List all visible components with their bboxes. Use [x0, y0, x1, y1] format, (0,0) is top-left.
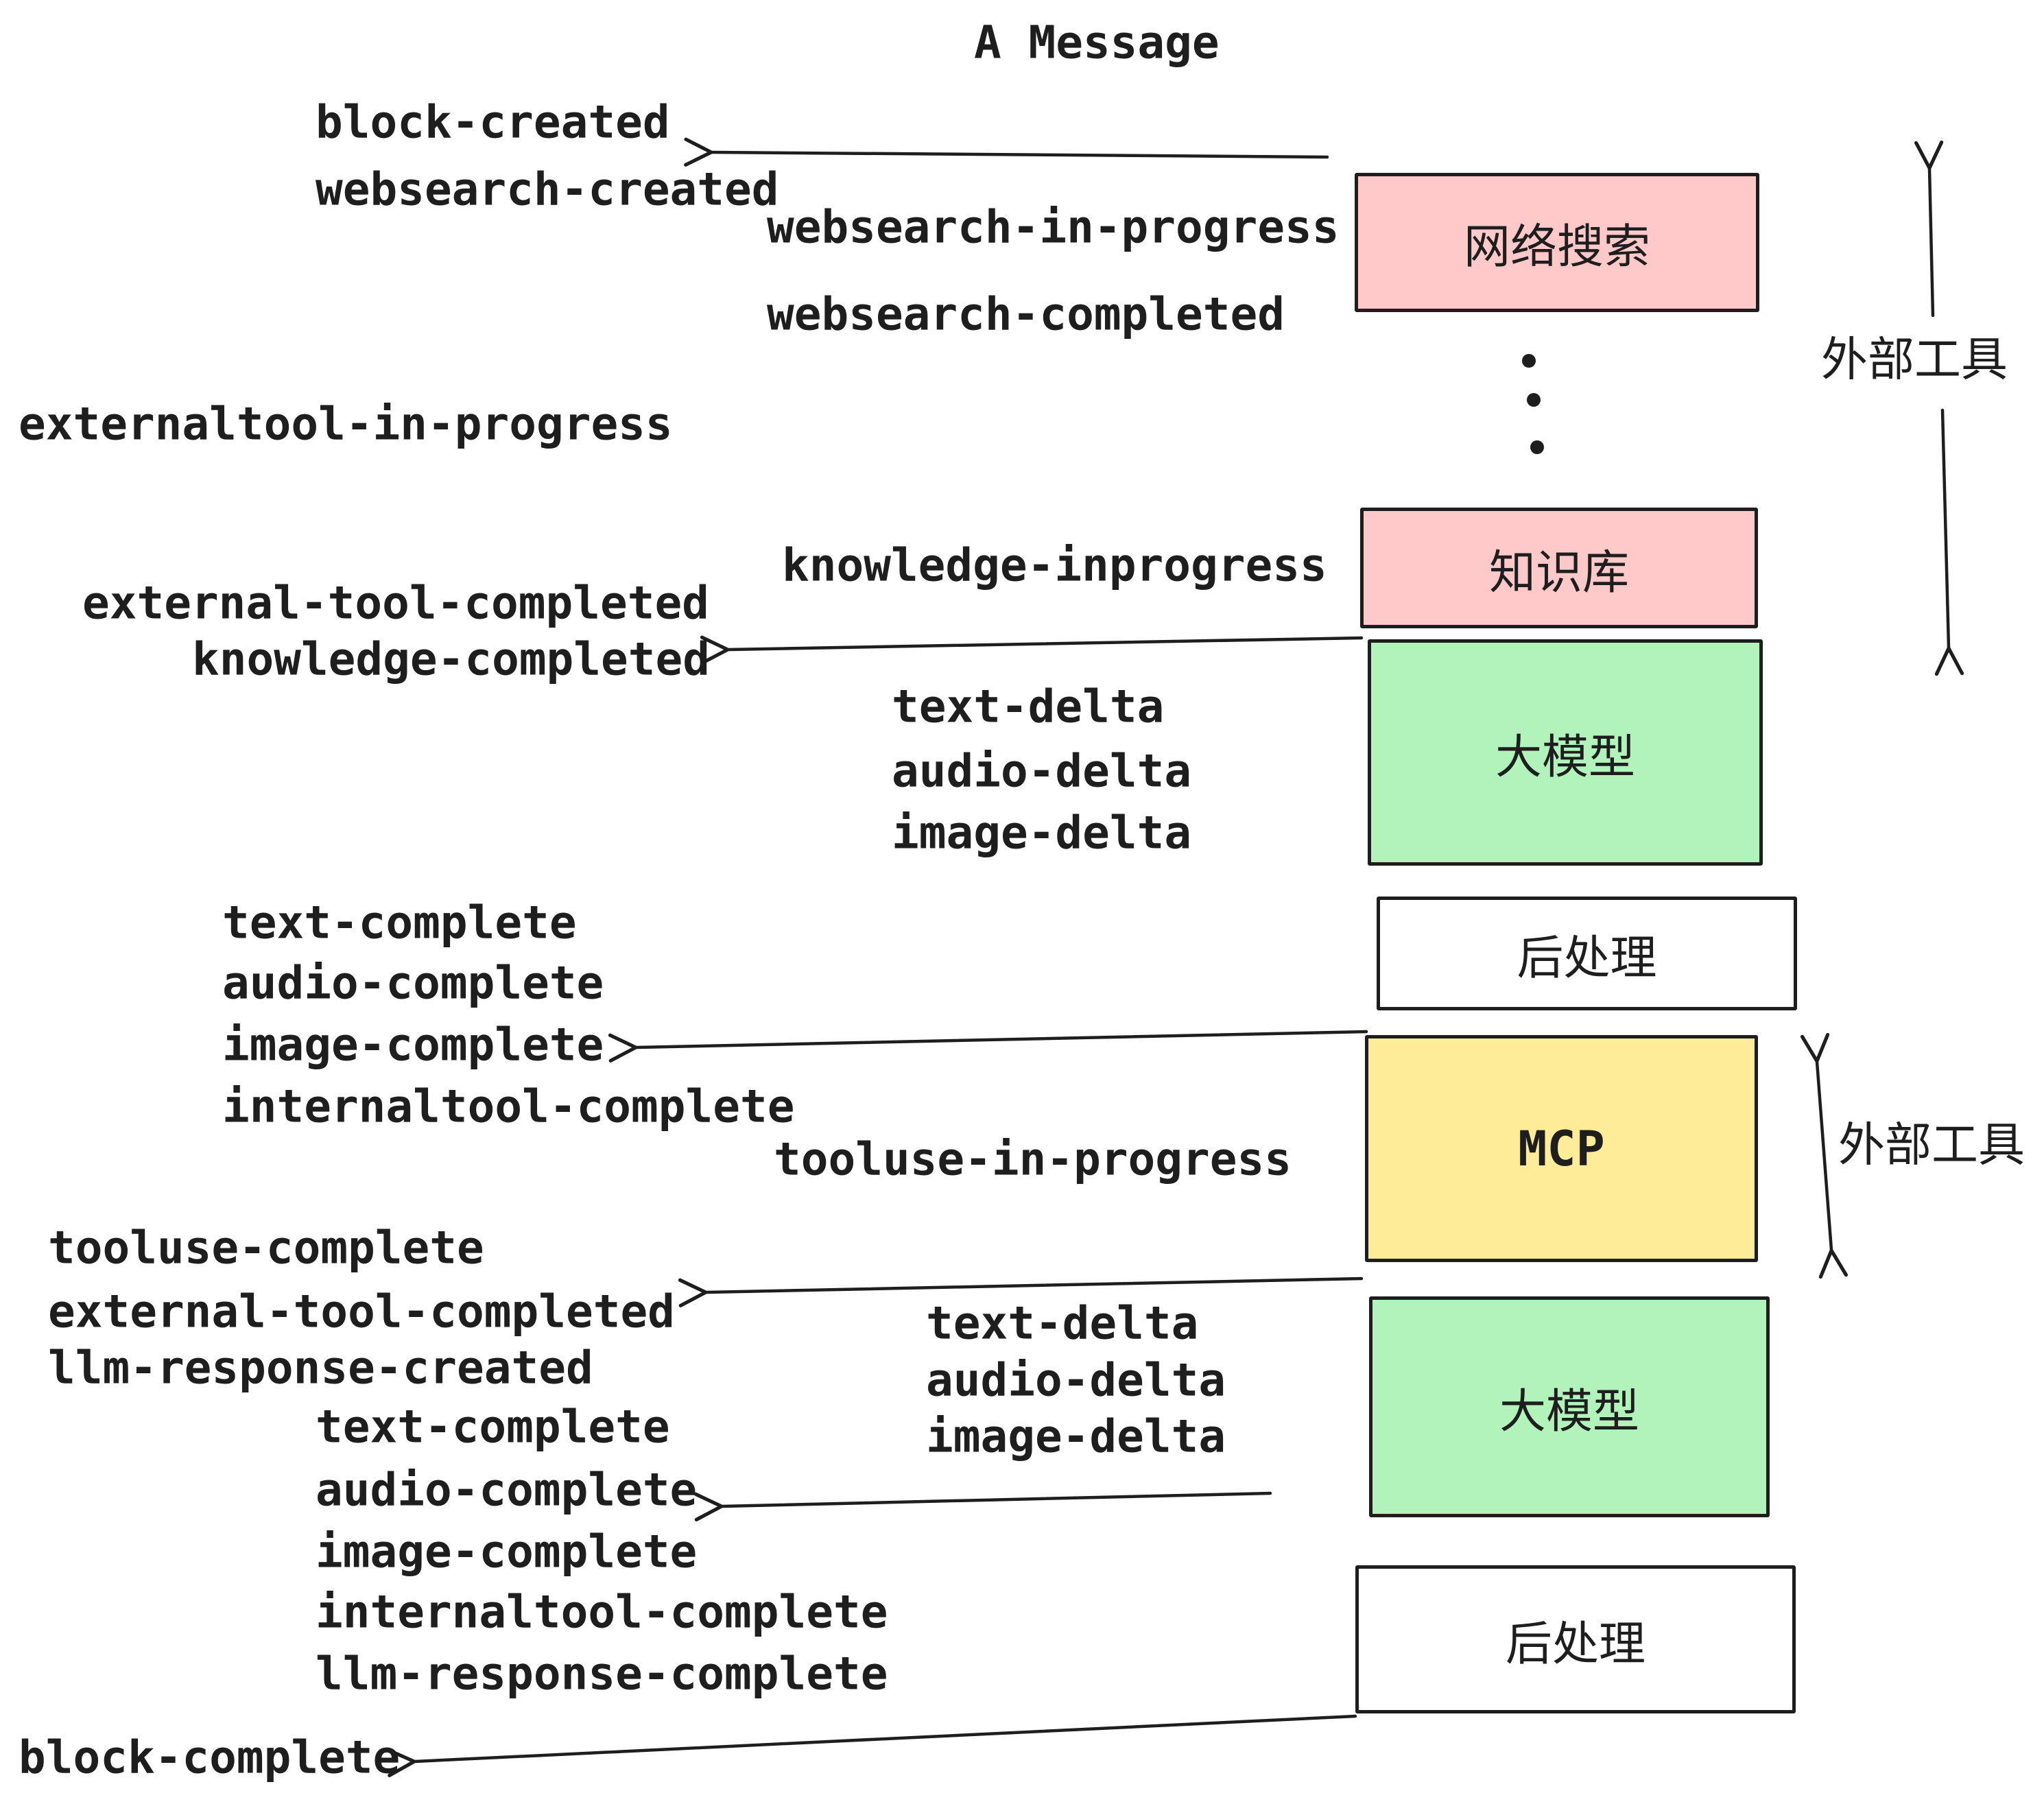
event-label: tooluse-complete — [48, 1221, 484, 1274]
event-label: text-delta — [892, 680, 1165, 733]
event-label: image-delta — [892, 806, 1192, 859]
event-label: internaltool-complete — [316, 1585, 888, 1639]
event-label: text-complete — [222, 896, 577, 949]
event-label: image-complete — [222, 1018, 604, 1071]
event-label: tooluse-in-progress — [774, 1132, 1292, 1186]
arrow-to-block-complete — [386, 1714, 1357, 1777]
ellipsis-dot — [1522, 354, 1536, 368]
node-post-2: 后处理 — [1355, 1565, 1796, 1713]
event-label: audio-delta — [926, 1353, 1226, 1407]
node-label: 知识库 — [1488, 545, 1629, 600]
event-label: text-complete — [316, 1400, 670, 1453]
event-label: audio-delta — [892, 744, 1192, 798]
node-label: MCP — [1518, 1120, 1605, 1177]
arrow-to-image-complete — [608, 1030, 1368, 1063]
node-label: 后处理 — [1517, 931, 1657, 986]
node-label: 网络搜索 — [1463, 220, 1650, 274]
arrow-to-tooluse-complete — [678, 1277, 1364, 1307]
node-post-1: 后处理 — [1377, 897, 1797, 1010]
event-label: audio-complete — [316, 1463, 698, 1517]
external-tools-label: 外部工具 — [1838, 1118, 2025, 1173]
event-label: block-created — [316, 95, 670, 149]
node-label: 大模型 — [1495, 730, 1635, 785]
event-label: websearch-completed — [767, 287, 1285, 341]
event-label: external-tool-completed — [48, 1285, 675, 1338]
event-label: internaltool-complete — [222, 1080, 795, 1133]
event-label: llm-response-complete — [316, 1647, 888, 1700]
node-label: 后处理 — [1505, 1617, 1645, 1672]
event-label: llm-response-created — [48, 1341, 593, 1394]
ellipsis-dot — [1530, 440, 1544, 454]
event-label: external-tool-completed — [82, 576, 709, 630]
diagram-title: A Message — [974, 16, 1220, 69]
external-tools-arrow-up — [1914, 140, 1944, 318]
node-mcp: MCP — [1365, 1035, 1758, 1262]
node-llm-1: 大模型 — [1368, 639, 1763, 866]
event-label: block-complete — [19, 1731, 401, 1784]
event-label: externaltool-in-progress — [19, 397, 673, 451]
ellipsis-dot — [1527, 393, 1541, 407]
event-label: knowledge-inprogress — [782, 538, 1327, 592]
node-knowledge: 知识库 — [1360, 508, 1758, 628]
external-tools-label: 外部工具 — [1821, 333, 2008, 388]
event-label: image-complete — [316, 1525, 698, 1578]
event-label: websearch-in-progress — [767, 200, 1340, 254]
event-label: websearch-created — [316, 163, 779, 216]
arrow-to-audio-complete — [693, 1491, 1272, 1522]
arrow-to-block-created — [684, 137, 1329, 167]
node-websearch: 网络搜索 — [1355, 173, 1759, 312]
event-label: knowledge-completed — [192, 632, 710, 686]
node-label: 大模型 — [1499, 1384, 1639, 1439]
arrow-to-knowledge-completed — [700, 635, 1364, 665]
event-label: image-delta — [926, 1410, 1226, 1463]
external-tools-arrow-down — [1934, 408, 1964, 676]
node-llm-2: 大模型 — [1369, 1296, 1770, 1517]
event-label: audio-complete — [222, 956, 604, 1010]
mcp-external-tools-arrow — [1800, 1032, 1849, 1279]
event-label: text-delta — [926, 1296, 1199, 1350]
